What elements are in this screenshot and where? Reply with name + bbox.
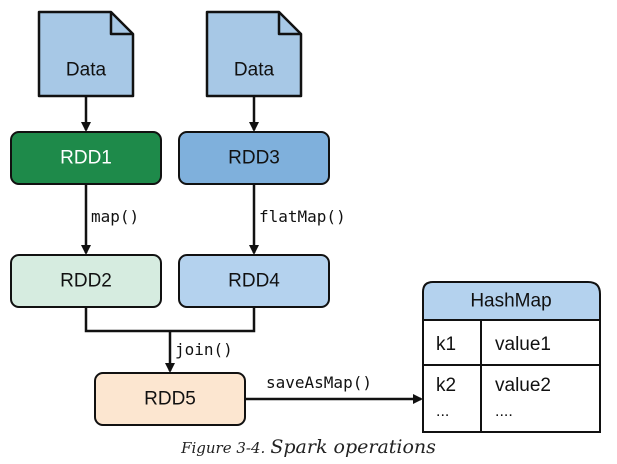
rdd3-node: RDD3 [178, 131, 330, 185]
figure-caption: Figure 3-4. Spark operations [0, 436, 617, 458]
rdd4-label: RDD4 [228, 271, 280, 292]
rdd2-label: RDD2 [60, 271, 112, 292]
hashmap-key-2: k2 [436, 375, 456, 396]
op-save-label: saveAsMap() [266, 373, 372, 392]
rdd5-node: RDD5 [94, 372, 246, 426]
op-join-label: join() [175, 340, 233, 359]
join-connector [84, 308, 256, 333]
hashmap-title: HashMap [470, 291, 551, 312]
data-file-icon-1: Data [37, 10, 135, 98]
op-map-label: map() [91, 207, 139, 226]
data-file-label-2: Data [234, 60, 275, 81]
figure-title: Spark operations [270, 436, 436, 458]
hashmap-value-2: value2 [495, 375, 551, 396]
rdd1-label: RDD1 [60, 148, 112, 169]
figure-label: Figure 3-4. [181, 439, 266, 457]
rdd3-label: RDD3 [228, 148, 280, 169]
rdd1-node: RDD1 [10, 131, 162, 185]
hashmap-key-ellipsis: ... [436, 403, 449, 420]
data-file-icon-2: Data [205, 10, 303, 98]
data-file-label-1: Data [66, 60, 107, 81]
rdd2-node: RDD2 [10, 254, 162, 308]
hashmap-value-ellipsis: .... [495, 403, 513, 420]
hashmap-table: HashMap k1 value1 k2 value2 ... .... [422, 281, 601, 433]
op-flatmap-label: flatMap() [259, 207, 346, 226]
rdd4-node: RDD4 [178, 254, 330, 308]
hashmap-key-1: k1 [436, 334, 456, 355]
hashmap-value-1: value1 [495, 334, 551, 355]
rdd5-label: RDD5 [144, 389, 196, 410]
